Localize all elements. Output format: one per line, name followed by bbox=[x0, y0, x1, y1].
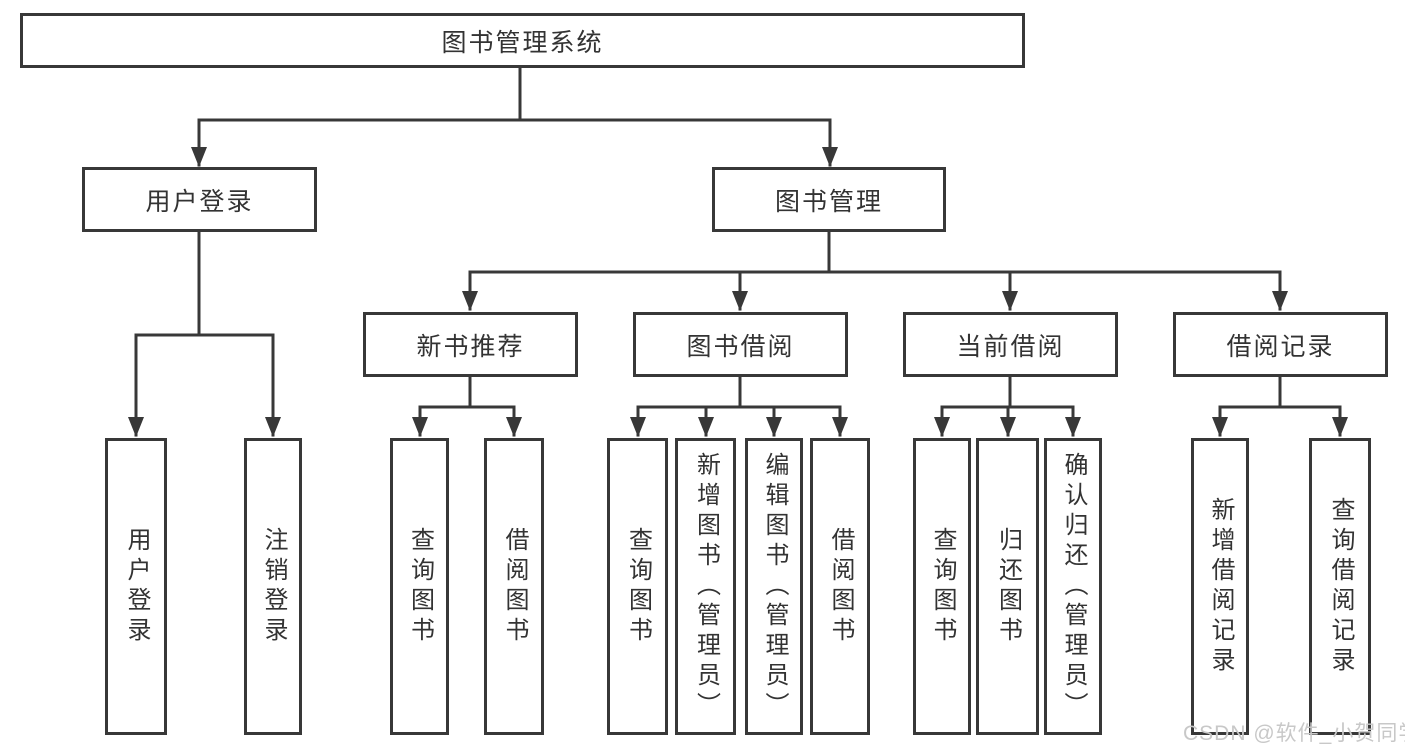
leaf-label: 查询借阅记录 bbox=[1327, 496, 1354, 677]
leaf-label: 归还图书 bbox=[994, 526, 1022, 647]
leaf-borrow-books-recommend: 借阅图书 bbox=[484, 438, 544, 735]
leaf-label: 借阅图书 bbox=[827, 526, 854, 647]
leaf-user-login: 用户登录 bbox=[105, 438, 167, 735]
leaf-label: 借阅图书 bbox=[501, 526, 528, 647]
node-user-login: 用户登录 bbox=[82, 167, 317, 232]
node-current-borrow: 当前借阅 bbox=[903, 312, 1118, 377]
leaf-query-books-borrow: 查询图书 bbox=[607, 438, 668, 735]
leaf-borrow-books-borrow: 借阅图书 bbox=[810, 438, 870, 735]
node-label: 当前借阅 bbox=[956, 332, 1065, 361]
leaf-label: 查询图书 bbox=[624, 526, 652, 647]
node-label: 借阅记录 bbox=[1226, 332, 1335, 361]
node-label: 图书借阅 bbox=[686, 332, 795, 361]
leaf-add-book-admin: 新增图书（管理员） bbox=[675, 438, 736, 735]
leaf-label: 用户登录 bbox=[123, 526, 150, 647]
leaf-label: 编辑图书（管理员） bbox=[761, 451, 788, 722]
node-label: 新书推荐 bbox=[416, 332, 525, 361]
leaf-label: 注销登录 bbox=[260, 526, 287, 647]
node-label: 用户登录 bbox=[145, 187, 254, 216]
leaf-query-borrow-record: 查询借阅记录 bbox=[1309, 438, 1371, 735]
leaf-logout: 注销登录 bbox=[244, 438, 302, 735]
leaf-label: 新增借阅记录 bbox=[1207, 496, 1234, 677]
node-new-book-recommend: 新书推荐 bbox=[363, 312, 578, 377]
leaf-edit-book-admin: 编辑图书（管理员） bbox=[745, 438, 803, 735]
node-library-management-system: 图书管理系统 bbox=[20, 13, 1025, 68]
node-label: 图书管理 bbox=[774, 187, 883, 216]
node-borrow-records: 借阅记录 bbox=[1173, 312, 1388, 377]
leaf-query-books-recommend: 查询图书 bbox=[390, 438, 449, 735]
leaf-add-borrow-record: 新增借阅记录 bbox=[1191, 438, 1249, 735]
leaf-label: 确认归还（管理员） bbox=[1060, 451, 1087, 722]
node-label: 图书管理系统 bbox=[441, 28, 604, 57]
leaf-label: 查询图书 bbox=[929, 526, 956, 647]
leaf-query-books-current: 查询图书 bbox=[913, 438, 971, 735]
leaf-confirm-return-admin: 确认归还（管理员） bbox=[1044, 438, 1102, 735]
leaf-label: 新增图书（管理员） bbox=[692, 451, 720, 722]
leaf-return-book: 归还图书 bbox=[976, 438, 1039, 735]
node-book-borrow: 图书借阅 bbox=[633, 312, 848, 377]
leaf-label: 查询图书 bbox=[406, 526, 434, 647]
node-book-management: 图书管理 bbox=[712, 167, 946, 232]
csdn-watermark: CSDN @软件_小贺同学 bbox=[1183, 722, 1405, 745]
